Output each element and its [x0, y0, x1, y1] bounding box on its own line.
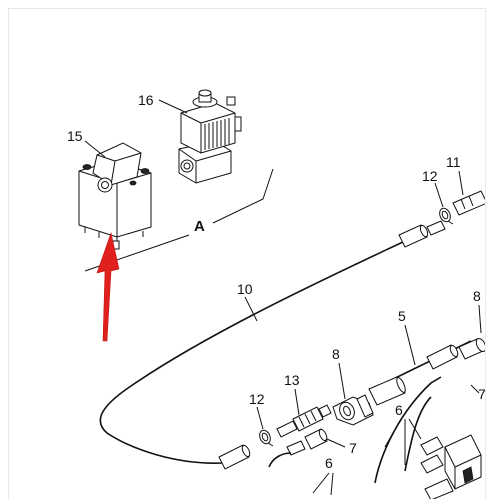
leader-8-right [478, 304, 482, 334]
leader-7-mid [326, 438, 346, 448]
label-10: 10 [237, 281, 253, 297]
label-6-right: 6 [395, 402, 403, 418]
label-6-bottom: 6 [325, 455, 333, 471]
label-12-bottom: 12 [249, 391, 265, 407]
leader-12-top [434, 182, 444, 208]
label-7-right: 7 [478, 386, 486, 402]
leader-15 [84, 140, 106, 158]
part-16-solenoid-valve [178, 89, 242, 184]
part-15-valve-body [78, 142, 152, 250]
red-arrow [96, 231, 120, 342]
label-8-right: 8 [473, 288, 481, 304]
view-a-label: A [194, 218, 205, 235]
diagram-panel: 16 15 [8, 8, 486, 499]
tube-6-a [268, 452, 292, 468]
leader-11 [458, 170, 464, 196]
fitting-upper-right [398, 220, 446, 248]
label-8-mid: 8 [332, 346, 340, 362]
tube-6-c [404, 396, 432, 472]
view-a-line-right [212, 168, 274, 224]
parts-diagram: 16 15 [67, 89, 486, 499]
part-13-fitting [276, 404, 332, 438]
leader-16 [158, 99, 188, 114]
bottom-right-components [420, 434, 482, 499]
tube-10 [99, 240, 406, 464]
part-8-mid-valve [332, 376, 406, 426]
leader-5 [404, 324, 416, 366]
part-7-mid-fitting [286, 428, 328, 456]
label-16: 16 [138, 92, 154, 108]
label-5: 5 [398, 308, 406, 324]
label-11: 11 [446, 154, 461, 170]
part-11-connector [452, 190, 485, 216]
fitting-bottom-left [218, 444, 251, 470]
part-12-top-clamp [439, 207, 454, 225]
leader-13 [294, 388, 300, 416]
leader-6-bottom [312, 472, 334, 496]
leader-10 [244, 296, 258, 322]
leader-7-right [470, 384, 480, 394]
label-12-top: 12 [422, 168, 438, 184]
part-12-bottom-clamp [259, 429, 274, 447]
leader-6-right [384, 418, 422, 465]
label-7-mid: 7 [349, 440, 357, 456]
leader-12-bottom [256, 406, 264, 430]
leader-8-mid [338, 362, 346, 400]
fitting-tube5 [426, 337, 485, 370]
label-15: 15 [67, 128, 83, 144]
label-13: 13 [284, 372, 300, 388]
